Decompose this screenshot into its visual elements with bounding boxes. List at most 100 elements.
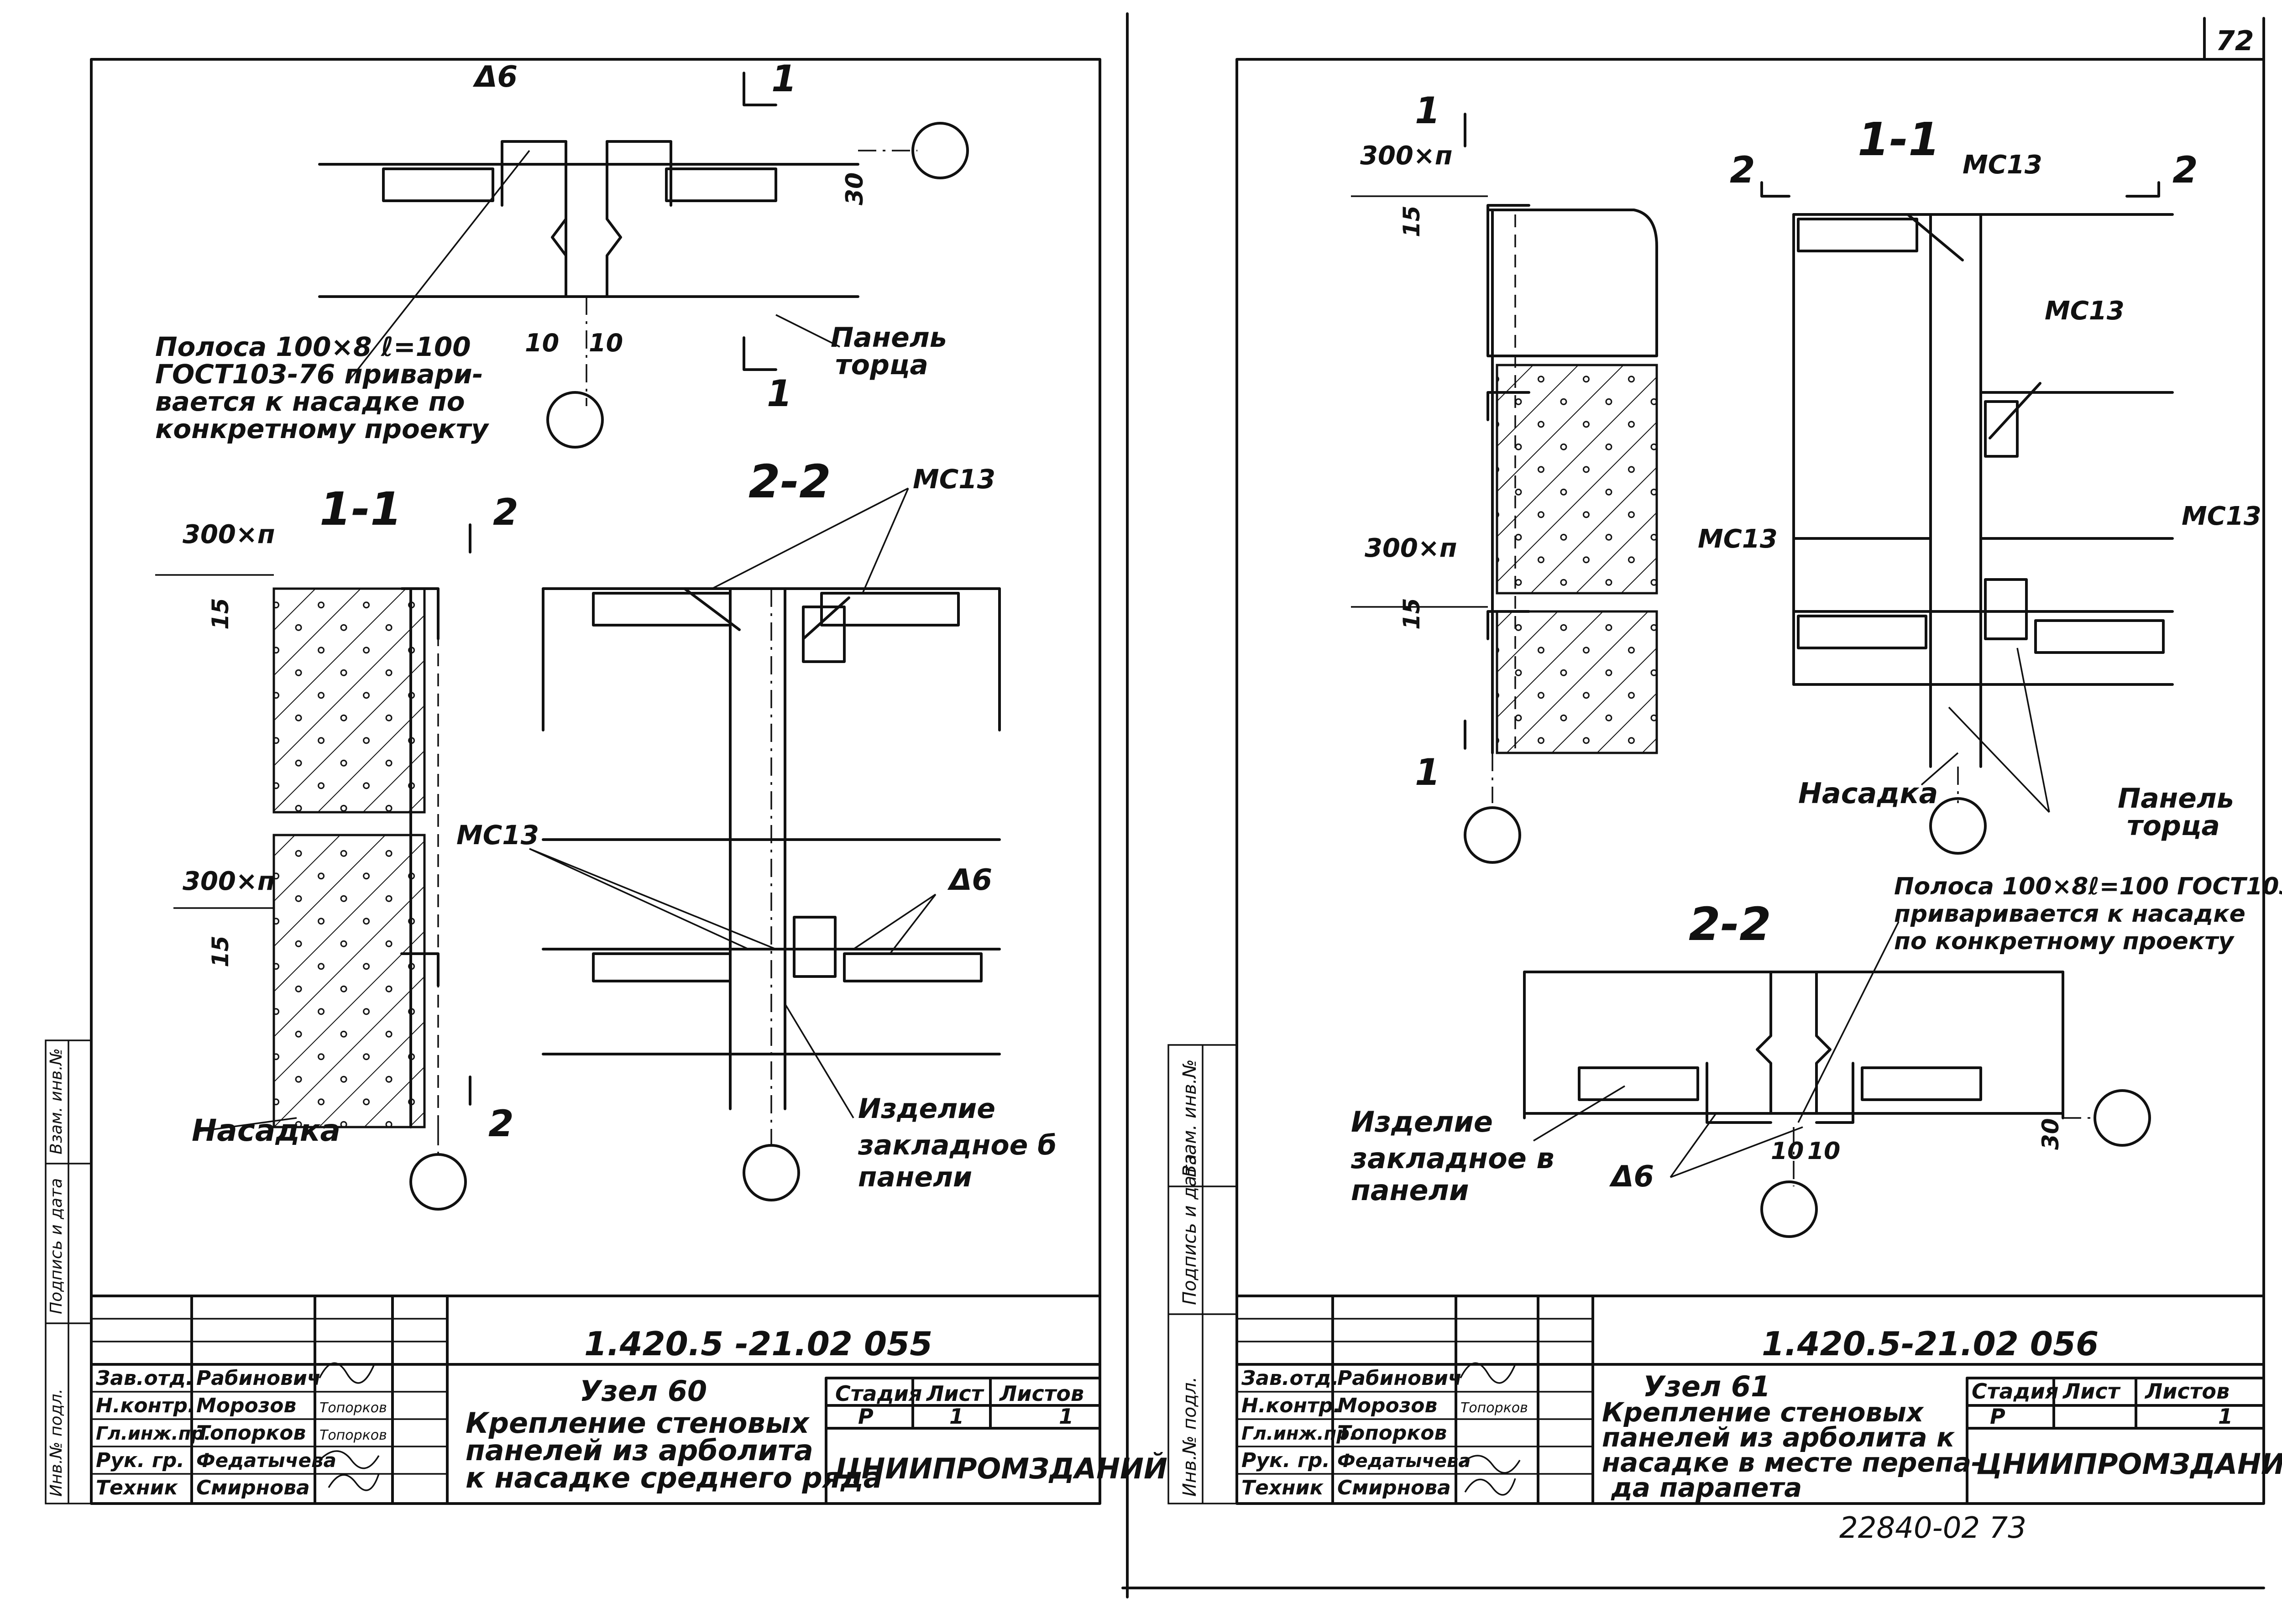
right-role-1: Н.контр. [1241, 1394, 1341, 1417]
right-role-2: Гл.инж.пр. [1241, 1423, 1356, 1444]
right-title-block: 1.420.5-21.02 056 Узел 61 Крепление стен… [1241, 1325, 2282, 1503]
left-role-1: Н.контр. [96, 1394, 195, 1417]
r-section-mark-2-left: 2 [1730, 149, 1755, 191]
weld-symbol-2-2: Δ6 [947, 863, 992, 897]
node-circle-left-2-2 [743, 1144, 800, 1201]
archive-number: 22840-02 73 [1839, 1511, 2026, 1545]
r-section-title-2-2: 2-2 [1689, 898, 1771, 951]
r-dim-300n-top: 300×п [1360, 141, 1453, 171]
mc13-bottom: МС13 [456, 820, 539, 851]
right-stamp-col2: Подпись и дата [1179, 1154, 1200, 1305]
weld-symbol-top: Δ6 [472, 60, 518, 94]
dim-300n-bottom: 300×п [183, 867, 275, 896]
section-title-2-2: 2-2 [748, 455, 831, 508]
r-dim-300n-bottom: 300×п [1365, 533, 1457, 563]
left-title-block: 1.420.5 -21.02 055 Узел 60 Крепление сте… [95, 1325, 1167, 1499]
r-embedded-line3: панели [1351, 1174, 1469, 1207]
left-section-1-1 [155, 523, 471, 1211]
r-dim-15-bottom: 15 [1398, 598, 1425, 630]
left-section-2-2 [529, 487, 1001, 1201]
right-section-2-2-labels: 2-2 Полоса 100×8ℓ=100 ГОСТ103-76 привари… [1350, 873, 2282, 1207]
node-circle-right-1-1 [1929, 797, 1987, 855]
r-section-mark-1-bottom: 1 [1415, 751, 1440, 794]
left-name-2: Топорков [196, 1421, 306, 1445]
r-embedded-line2: закладное в [1350, 1142, 1554, 1175]
node-circle-top-right [911, 122, 969, 179]
right-section-1-1-left [1351, 113, 1658, 864]
note-strip-line2: ГОСТ103-76 привари- [155, 359, 483, 390]
dim-300n-top: 300×п [183, 520, 275, 549]
right-section-1-1-right [1760, 181, 2174, 855]
left-name-1: Морозов [196, 1394, 296, 1417]
right-name-3: Федатычева [1337, 1451, 1471, 1472]
left-side-stamp [46, 1040, 91, 1504]
left-sheet-header: Лист [926, 1381, 984, 1406]
right-name-2: Топорков [1337, 1421, 1447, 1445]
right-role-0: Зав.отд. [1241, 1367, 1339, 1390]
left-sheet-frame [90, 58, 1101, 1505]
left-role-2: Гл.инж.пр. [96, 1423, 211, 1444]
right-stamp-col1: Инв.№ подл. [1179, 1377, 1200, 1497]
dim-15-top: 15 [207, 598, 234, 630]
panel-label-line2: торца [835, 349, 928, 381]
left-top-plan-view [318, 72, 969, 449]
section-mark-2-bottom: 2 [488, 1102, 514, 1145]
left-role-3: Рук. гр. [96, 1449, 184, 1472]
left-side-stamp-text: Инв.№ подл. Подпись и дата Взам. инв.№ [47, 1048, 66, 1497]
right-name-0: Рабинович [1337, 1367, 1462, 1390]
right-stamp-col3: Взам. инв.№ [1179, 1059, 1200, 1177]
left-name-0: Рабинович [196, 1367, 321, 1390]
left-doc-code: 1.420.5 -21.02 055 [584, 1325, 932, 1363]
nasadka-label: Насадка [192, 1113, 340, 1148]
left-stamp-col1: Инв.№ подл. [47, 1389, 66, 1497]
node-circle-right-left-section [1464, 806, 1521, 864]
dim-15-bottom: 15 [207, 935, 234, 967]
left-role-4: Техник [96, 1476, 178, 1499]
section-mark-1-top: 1 [771, 57, 797, 100]
right-stage-value: Р [1990, 1404, 2005, 1429]
right-node: Узел 61 [1643, 1370, 1770, 1403]
right-section-1-1-left-labels: 1 1 300×п 15 300×п 15 МС13 [1360, 89, 1778, 794]
left-sheet-value: 1 [949, 1404, 964, 1429]
left-name-4: Смирнова [196, 1476, 310, 1499]
r-panel-label-line1: Панель [2118, 783, 2234, 815]
r-dim-10-left: 10 [1771, 1138, 1804, 1165]
dim-30: 30 [841, 172, 869, 205]
r-weld-symbol: Δ6 [1609, 1160, 1654, 1194]
note-strip-line1: Полоса 100×8 ℓ=100 [155, 331, 471, 362]
left-role-0: Зав.отд. [95, 1367, 194, 1390]
dim-10-left: 10 [525, 329, 559, 357]
right-role-3: Рук. гр. [1241, 1449, 1330, 1472]
r-dim-10-right: 10 [1807, 1138, 1840, 1165]
right-doc-code: 1.420.5-21.02 056 [1762, 1325, 2099, 1363]
left-title-block-grid [90, 1295, 1101, 1505]
left-stamp-col2: Подпись и дата [47, 1178, 66, 1314]
right-sheets-value: 1 [2218, 1404, 2233, 1429]
right-stage-header: Стадия [1972, 1379, 2058, 1404]
embedded-line2: закладное б [858, 1129, 1057, 1161]
right-signature-1: Топорков [1460, 1400, 1528, 1416]
section-mark-2-top: 2 [493, 491, 518, 533]
r-note-line2: приваривается к насадке [1894, 900, 2245, 928]
embedded-line1: Изделие [858, 1093, 995, 1125]
right-role-4: Техник [1241, 1476, 1324, 1499]
r-dim-15-top: 15 [1398, 205, 1425, 237]
right-sheet [1121, 17, 2265, 1589]
node-circle-right-2-2-bottom [1760, 1180, 1818, 1238]
r-section-mark-2-right: 2 [2172, 149, 2198, 191]
left-name-3: Федатычева [196, 1449, 336, 1472]
left-sheet [45, 12, 1129, 1598]
node-circle-top-bottom [546, 391, 604, 449]
mc13-top: МС13 [913, 464, 995, 495]
left-desc-line3: к насадке среднего ряда [466, 1461, 883, 1494]
r-dim-30: 30 [2037, 1118, 2064, 1150]
left-org: ЦНИИПРОМЗДАНИЙ [835, 1452, 1167, 1485]
right-desc-line1: Крепление стеновых [1602, 1397, 1924, 1428]
left-sheets-header: Листов [999, 1381, 1084, 1406]
note-strip-line3: вается к насадке по [155, 386, 465, 417]
r-section-title-1-1: 1-1 [1858, 113, 1940, 166]
r-mc13-top: МС13 [1963, 150, 2042, 180]
section-mark-1-bottom: 1 [767, 372, 792, 415]
right-side-stamp-text: Инв.№ подл. Подпись и дата Взам. инв.№ [1179, 1059, 1200, 1497]
